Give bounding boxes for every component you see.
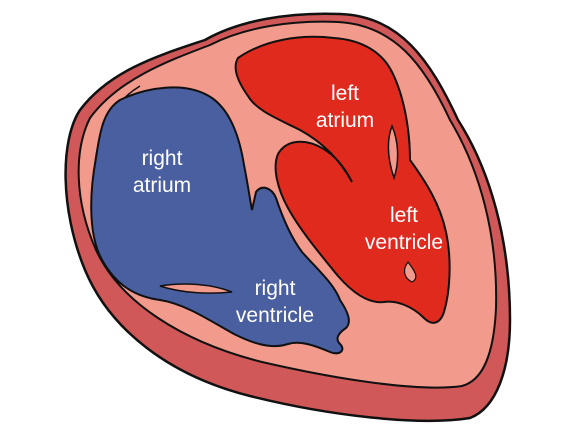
label-left-atrium-line2: atrium: [316, 109, 374, 132]
left-heart-chambers: [234, 35, 451, 324]
label-left-ventricle-line1: left: [390, 204, 418, 227]
tricuspid-valve: [159, 283, 233, 294]
papillary-notch: [403, 260, 417, 283]
label-right-atrium-line2: atrium: [133, 174, 191, 197]
label-left-ventricle-line2: ventricle: [365, 231, 443, 254]
mitral-valve: [387, 123, 399, 181]
label-right-atrium-line1: right: [142, 147, 183, 170]
label-right-ventricle-line1: right: [255, 277, 296, 300]
right-heart-chambers: [90, 86, 350, 355]
label-right-ventricle-line2: ventricle: [236, 304, 314, 327]
label-left-atrium-line1: left: [331, 82, 359, 105]
